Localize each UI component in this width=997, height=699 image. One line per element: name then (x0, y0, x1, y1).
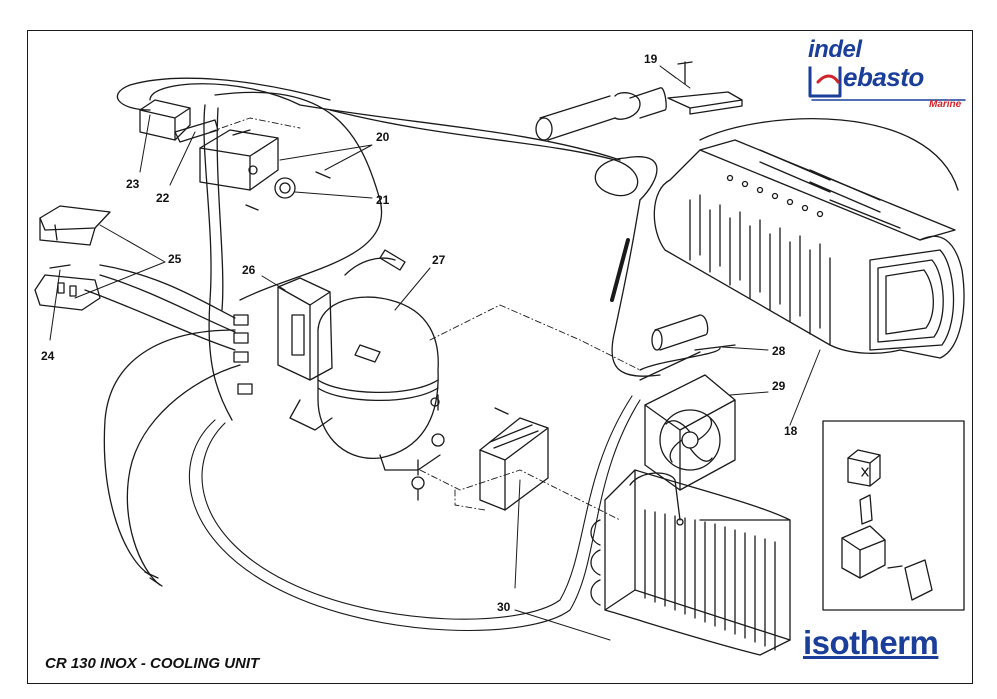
connector-inset-icon (822, 420, 965, 611)
callout-23: 23 (126, 177, 140, 191)
callout-19: 19 (644, 52, 658, 66)
callout-26: 26 (242, 263, 256, 277)
indel-logo: indel (808, 36, 862, 63)
webasto-logo: ebasto (843, 62, 924, 92)
callout-25: 25 (168, 252, 182, 266)
diagram-title: CR 130 INOX - COOLING UNIT (45, 655, 260, 672)
electronic-unit-icon (233, 249, 406, 395)
spiral-conduit (188, 395, 641, 632)
capillary-tube (329, 109, 959, 377)
isotherm-logo: isotherm (803, 624, 939, 661)
mounting-hardware (411, 394, 445, 501)
thermostat-knob-21 (274, 177, 296, 199)
marine-label: Marine (929, 99, 962, 110)
callout-18: 18 (784, 424, 798, 438)
condenser-icon (590, 469, 791, 656)
evaporator-icon (653, 139, 965, 359)
callout-29: 29 (772, 379, 786, 393)
assembly-lines (209, 117, 641, 521)
callout-21: 21 (376, 193, 390, 207)
callout-28: 28 (772, 344, 786, 358)
webasto-mark (808, 66, 966, 101)
leader-lines (49, 65, 821, 641)
callout-27: 27 (432, 253, 446, 267)
callout-20: 20 (376, 130, 390, 144)
electronic-module-30 (479, 407, 549, 511)
filter-drier-28 (639, 314, 736, 381)
insulation-tube-19 (535, 61, 743, 141)
callout-30: 30 (497, 600, 511, 614)
callout-24: 24 (41, 349, 55, 363)
callout-22: 22 (156, 191, 170, 205)
wiring-harness (84, 77, 621, 587)
compressor-icon (289, 296, 441, 471)
fan-icon (644, 374, 736, 491)
diagram-frame (27, 30, 973, 684)
relay-icon (34, 205, 111, 311)
thermostat-icon (139, 99, 331, 211)
